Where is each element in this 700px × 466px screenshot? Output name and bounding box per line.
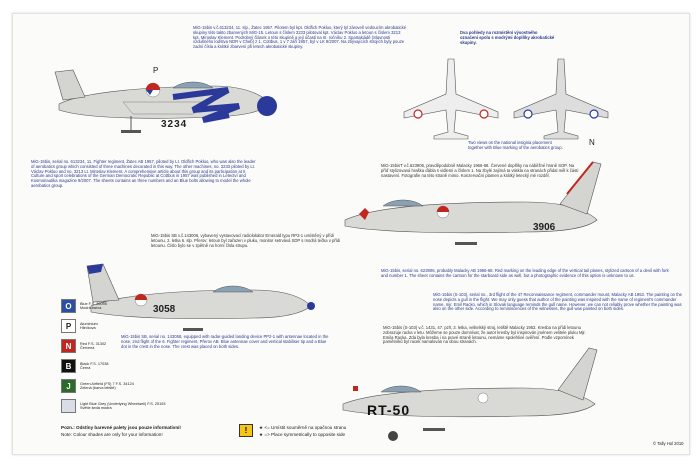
colour-label: Light Blue Grey (Underlying Wheelwell) F… — [80, 401, 166, 410]
aircraft-3-drawing — [344, 161, 602, 245]
colour-label: Aluminium Hliníková — [80, 321, 98, 330]
aircraft-4-number: RT-50 — [367, 402, 411, 418]
legend-item: P Aluminium Hliníková — [61, 319, 98, 333]
aircraft-3-number: 3906 — [533, 222, 556, 233]
aircraft-3-marker: N — [589, 138, 595, 147]
warning-icon: ! — [239, 424, 253, 437]
aircraft-1-number: 3234 — [161, 119, 188, 130]
colour-swatch: J — [61, 379, 76, 393]
colour-label: Black F.S. 17038 Černá — [80, 361, 109, 370]
legend-item: N Red F.S. 31302 Červená — [61, 339, 106, 353]
colour-label: Red F.S. 31302 Červená — [80, 341, 107, 350]
colour-label: Green Airfield (FS) 7 F.S. 34124 Zelená … — [80, 381, 134, 390]
colour-swatch — [61, 399, 76, 413]
colour-swatch: O — [61, 299, 76, 313]
aircraft-4-drawing — [342, 347, 598, 441]
legend-item: J Green Airfield (FS) 7 F.S. 34124 Zelená… — [61, 379, 134, 393]
decal-instruction-sheet: 3234 P MiG-15bis v.č.613234, 11. slp., Ž… — [12, 13, 690, 455]
top-view-text-cz: Dva pohledy na rozmístění výsostného ozn… — [460, 30, 555, 45]
aircraft-2-text-en: MiG-15bis SB, serial no. 143058, equippe… — [121, 334, 329, 349]
aircraft-4-text-cz: MiG-15bis (S-103) v.č. 1431, 47. pzlr, 3… — [383, 325, 586, 345]
aircraft-1-drawing — [54, 69, 277, 133]
legend-note-cz: Pozn.: Odstíny barevné palety jsou pouze… — [61, 425, 181, 430]
colour-swatch: N — [61, 339, 76, 353]
aircraft-1-marker: P — [153, 66, 159, 75]
aircraft-4-text-en: MiG-15bis (S-103), serial no., 3rd fligh… — [433, 292, 682, 312]
aircraft-2-drawing — [86, 263, 315, 331]
legend-note-en: Note: Colour shades are only for your in… — [61, 432, 163, 437]
aircraft-2-number: 3058 — [153, 304, 176, 315]
aircraft-3-text-en: MiG-15bis, serial no. 623906, probably M… — [381, 268, 669, 278]
colour-swatch: P — [61, 319, 76, 333]
colour-swatch: B — [61, 359, 76, 373]
legend-item: B Black F.S. 17038 Černá — [61, 359, 109, 373]
legend-item: O Blue F.S. 35095 Modrá barva — [61, 299, 107, 313]
top-view-drawing — [403, 58, 609, 140]
top-view-text-en: Two views on the national insignia place… — [468, 140, 563, 150]
aircraft-3-text-cz: MiG-15bisT v.č.623906, pravděpodobně Mal… — [381, 163, 579, 178]
symbol-note-2: ★ => Place symmetrically to opposite sid… — [259, 432, 346, 437]
aircraft-2-text-cz: MiG-15bis SB v.č.143006, vybavený vystav… — [151, 233, 341, 248]
symbol-note-1: ★ <= Umístit souměrně na opačnou stranu — [259, 425, 347, 430]
aircraft-1-text-en: MiG-15bis, serial no. 613234, 11. Fighte… — [31, 159, 256, 189]
copyright: © Tally Hol 2010 — [653, 441, 684, 446]
aircraft-1-text-cz: MiG-15bis v.č.613234, 11. slp., Žatec 19… — [193, 25, 407, 50]
colour-label: Blue F.S. 35095 Modrá barva — [80, 301, 107, 310]
legend-item: Light Blue Grey (Underlying Wheelwell) F… — [61, 399, 165, 413]
